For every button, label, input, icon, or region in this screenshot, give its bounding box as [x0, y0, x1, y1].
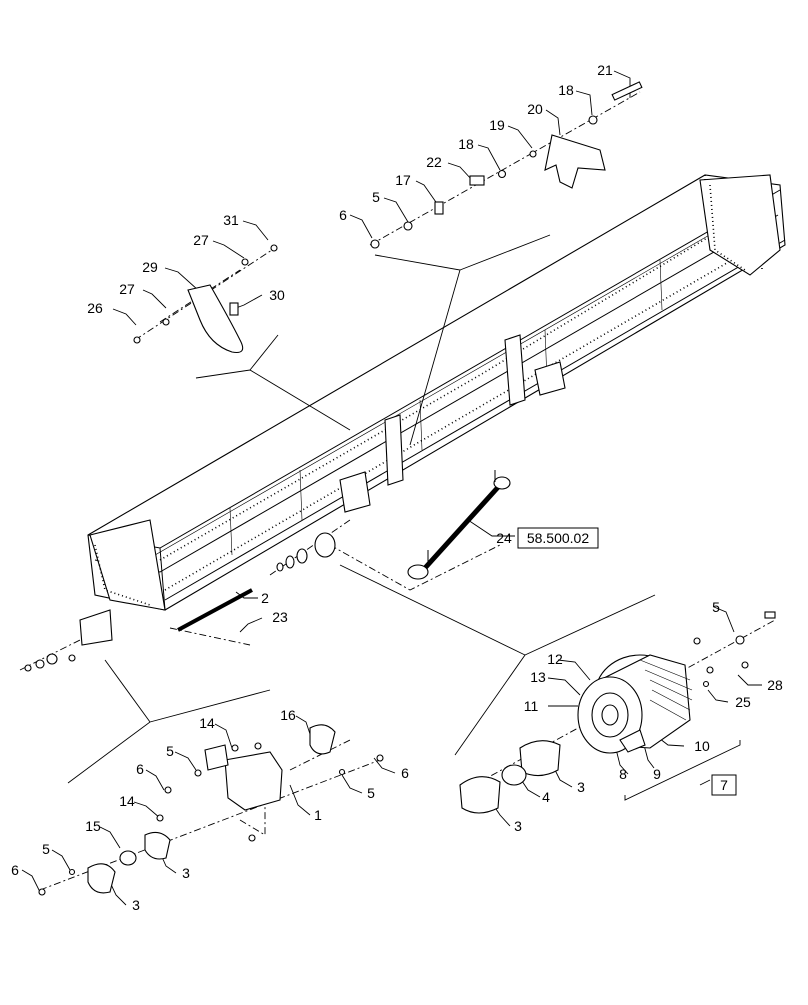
- callout-27-low: 27: [119, 281, 135, 297]
- callout-3-bracket: 3: [182, 865, 190, 881]
- callout-9: 9: [653, 766, 661, 782]
- callout-27-top: 27: [193, 232, 209, 248]
- hook-assembly: [133, 244, 278, 354]
- callout-5-low: 5: [42, 841, 50, 857]
- main-frame-beam: [87, 174, 786, 611]
- callout-25: 25: [735, 694, 751, 710]
- callout-28: 28: [767, 677, 783, 693]
- callout-30: 30: [269, 287, 285, 303]
- callout-5-right: 5: [712, 599, 720, 615]
- callout-3-low: 3: [132, 897, 140, 913]
- latch-assembly: [370, 81, 643, 249]
- callout-23: 23: [272, 609, 288, 625]
- assembly-box: 7: [711, 774, 737, 796]
- callout-31: 31: [223, 212, 239, 228]
- callout-1: 1: [314, 807, 322, 823]
- callout-17: 17: [395, 172, 411, 188]
- callout-18-mid: 18: [458, 136, 474, 152]
- callout-labels: 21 18 20 19 18 22 17 5 6 31 27 29 27 30 …: [11, 62, 783, 913]
- callout-5-top: 5: [372, 189, 380, 205]
- callout-2: 2: [261, 590, 269, 606]
- gearbox-assembly: [459, 611, 776, 814]
- callout-6-top: 6: [339, 207, 347, 223]
- callout-3-gear-right: 3: [577, 779, 585, 795]
- callout-24: 24: [496, 530, 512, 546]
- callout-6-bracket: 6: [136, 761, 144, 777]
- callout-18-top: 18: [558, 82, 574, 98]
- callout-16: 16: [280, 707, 296, 723]
- drive-shaft: [407, 470, 511, 580]
- callout-26: 26: [87, 300, 103, 316]
- callout-22: 22: [426, 154, 442, 170]
- bracket-assembly: [38, 724, 384, 896]
- callout-8: 8: [619, 766, 627, 782]
- callout-6-low: 6: [11, 862, 19, 878]
- callout-12: 12: [547, 651, 563, 667]
- callout-13: 13: [530, 669, 546, 685]
- assembly-box-label: 7: [720, 777, 728, 793]
- reference-box: 58.500.02: [517, 527, 599, 549]
- callout-10: 10: [694, 738, 710, 754]
- callout-3-gear-left: 3: [514, 818, 522, 834]
- callout-20: 20: [527, 101, 543, 117]
- callout-6-right: 6: [401, 765, 409, 781]
- callout-15: 15: [85, 818, 101, 834]
- callout-5-right-low: 5: [367, 785, 375, 801]
- shaft-and-bearings: [177, 532, 336, 632]
- callout-29: 29: [142, 259, 158, 275]
- callout-21: 21: [597, 62, 613, 78]
- callout-14-low: 14: [119, 793, 135, 809]
- callout-11: 11: [524, 698, 539, 714]
- callout-4: 4: [542, 789, 550, 805]
- callout-5-bracket: 5: [166, 743, 174, 759]
- left-end-hardware: [24, 609, 113, 672]
- callout-14-top: 14: [199, 715, 215, 731]
- leader-lines: [21, 70, 762, 906]
- callout-19: 19: [489, 117, 505, 133]
- reference-box-label: 58.500.02: [527, 530, 589, 546]
